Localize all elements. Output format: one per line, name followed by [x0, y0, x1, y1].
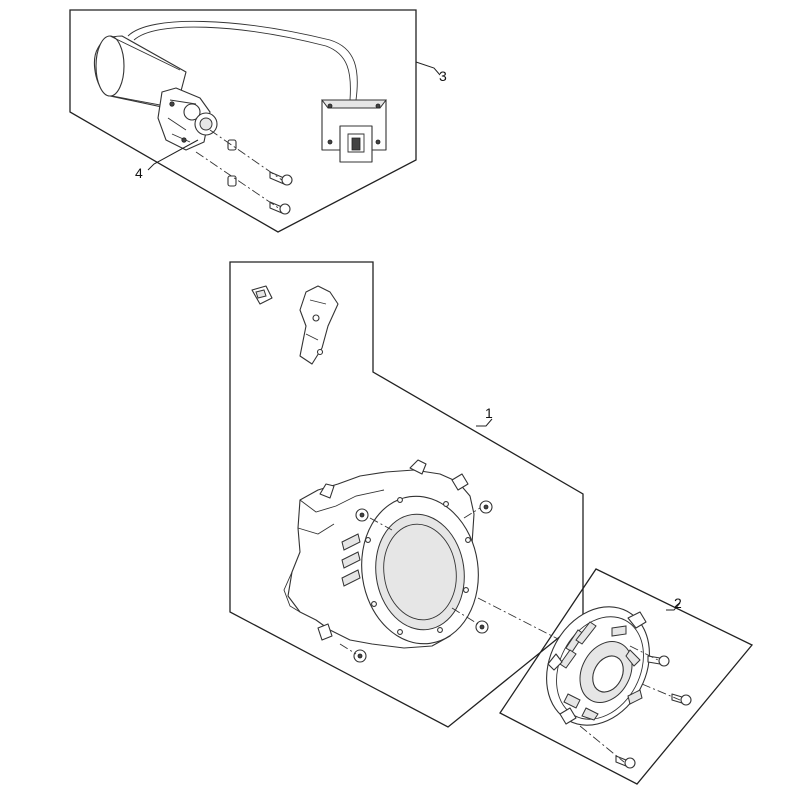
starter-motor [93, 35, 218, 151]
callout-2-label: 2 [674, 595, 682, 611]
housing-bolt-1 [355, 508, 369, 522]
dowel-pin-upper [227, 139, 237, 151]
recoil-starter-cover [546, 606, 650, 726]
dowel-pin-lower [227, 175, 237, 187]
housing-bolt-2 [479, 500, 493, 514]
starter-bolt-upper [269, 171, 293, 186]
starter-wire [127, 20, 358, 101]
recoil-bolt-1 [647, 655, 670, 667]
group-3-starter-motor-assembly [69, 9, 417, 233]
callout-3: 3 [415, 61, 447, 84]
recoil-bolt-2 [671, 693, 692, 706]
housing-to-starter-axis [477, 597, 561, 641]
starter-bolt-lower [269, 201, 291, 215]
recoil-bolt-3 [615, 755, 636, 769]
housing-bolt-4 [353, 649, 367, 663]
housing-clip [251, 285, 273, 305]
callout-4: 4 [135, 139, 199, 181]
starter-centreline-upper [209, 129, 283, 181]
recoil-centreline-3 [579, 725, 625, 763]
starter-wire-inner [133, 26, 351, 101]
housing-guide-bracket [299, 285, 339, 365]
group-2-recoil-starter-assembly [499, 568, 754, 785]
starter-connector [321, 99, 387, 163]
group-1-fan-housing-assembly [229, 261, 584, 728]
housing-centreline-1 [369, 517, 393, 531]
housing-bolt-3 [475, 620, 489, 634]
recoil-centreline-2 [641, 683, 681, 701]
fan-housing [283, 459, 479, 649]
starter-centreline-lower [195, 151, 281, 210]
housing-centreline-4 [339, 643, 357, 655]
callout-1-label: 1 [485, 405, 493, 421]
group-2-frame [499, 568, 754, 785]
callout-2: 2 [666, 595, 682, 611]
callout-3-label: 3 [439, 68, 447, 84]
group-3-frame [69, 9, 417, 233]
housing-centreline-3 [451, 607, 479, 625]
group-1-frame [229, 261, 584, 728]
callout-1: 1 [476, 405, 493, 427]
callout-4-label: 4 [135, 165, 143, 181]
recoil-centreline-1 [629, 645, 659, 661]
housing-centreline-2 [463, 507, 481, 519]
